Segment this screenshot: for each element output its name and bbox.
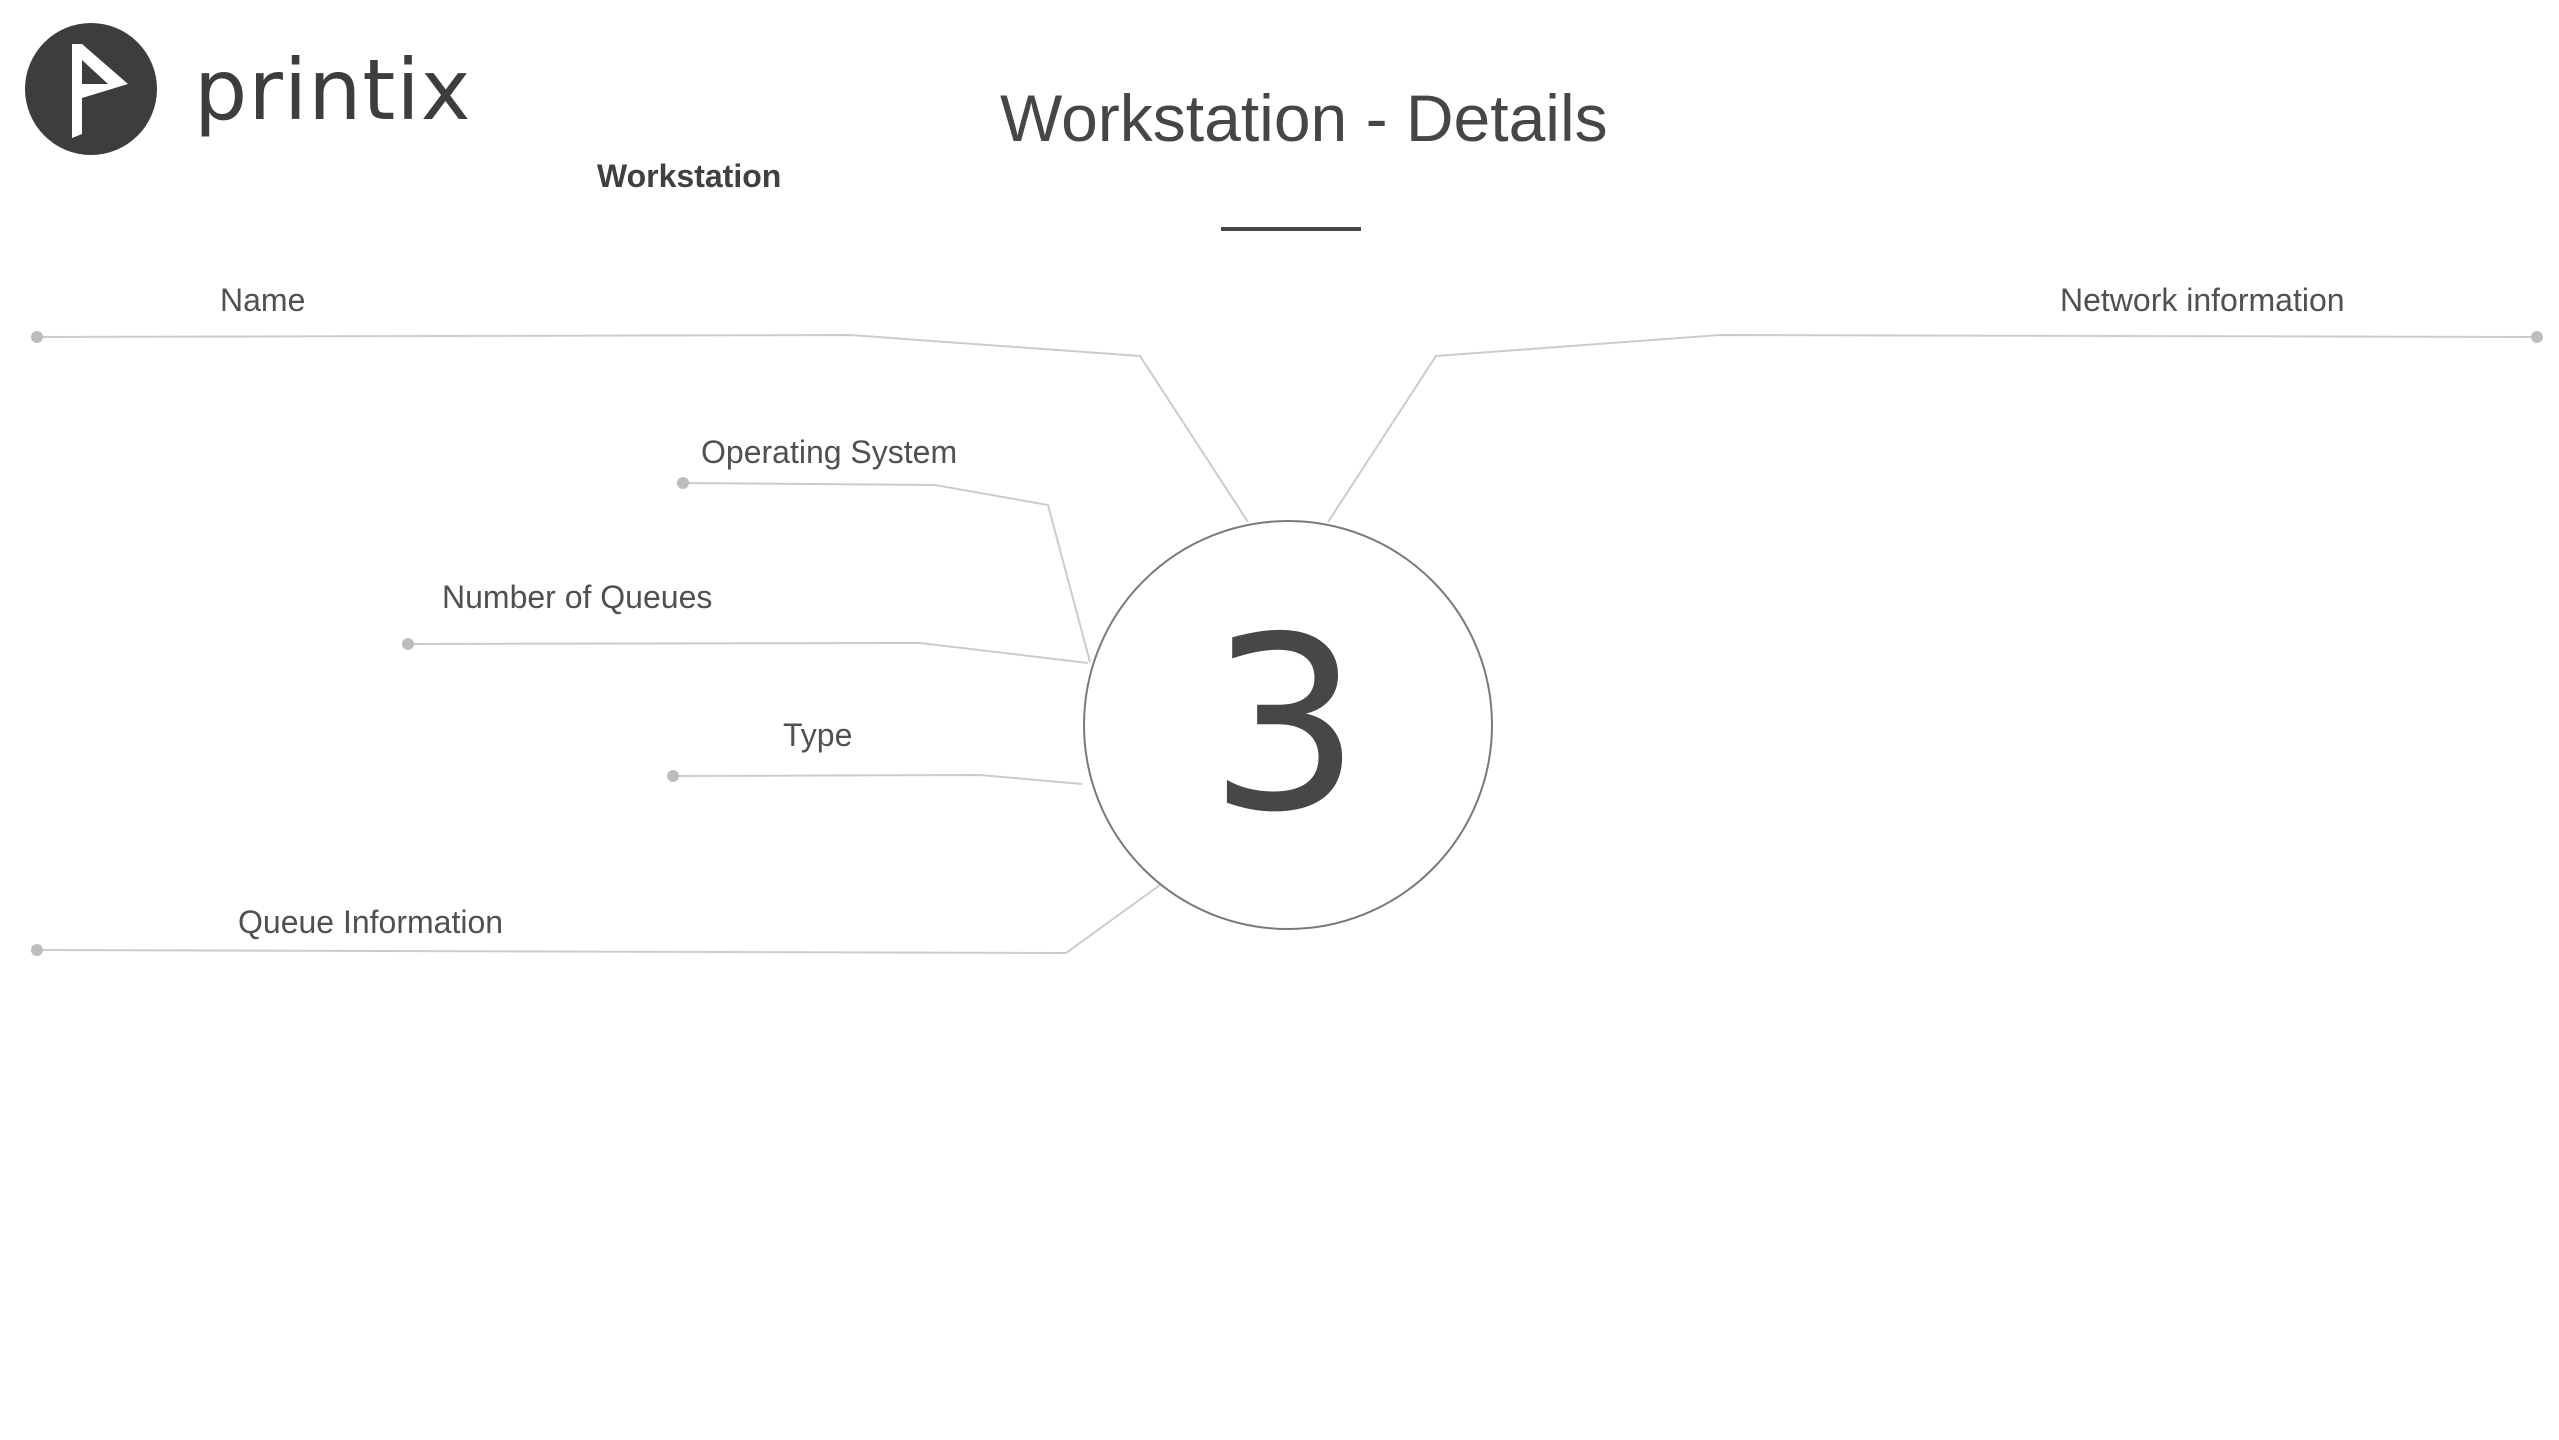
name-connector-line (36, 333, 1249, 523)
printix-wordmark: printix (194, 41, 472, 139)
field-label-number-of-queues: Number of Queues (442, 579, 713, 615)
network-connector-line (1327, 333, 2538, 523)
field-label-queue-information: Queue Information (238, 904, 504, 940)
printix-logo-icon (25, 23, 157, 155)
field-label-network-information: Network information (2060, 282, 2345, 318)
kpi-value: 3 (1208, 585, 1362, 865)
printix-logo[interactable]: printix (24, 22, 470, 162)
queue-info-connector-dot (31, 944, 43, 956)
field-label-operating-system: Operating System (701, 434, 958, 470)
kpi-circle (1083, 520, 1493, 930)
section-label-workstation: Workstation (597, 158, 782, 194)
os-connector-line (682, 482, 1091, 663)
type-connector-dot (667, 770, 679, 782)
network-connector-dot (2531, 331, 2543, 343)
queue-info-connector-line (36, 884, 1161, 955)
field-label-type: Type (783, 717, 853, 753)
queues-connector-line (407, 641, 1089, 664)
page-title: Workstation - Details (1000, 81, 1608, 155)
type-connector-line (672, 773, 1083, 785)
queues-connector-dot (402, 638, 414, 650)
title-underline (1221, 227, 1361, 231)
field-label-name: Name (220, 282, 306, 318)
name-connector-dot (31, 331, 43, 343)
os-connector-dot (677, 477, 689, 489)
